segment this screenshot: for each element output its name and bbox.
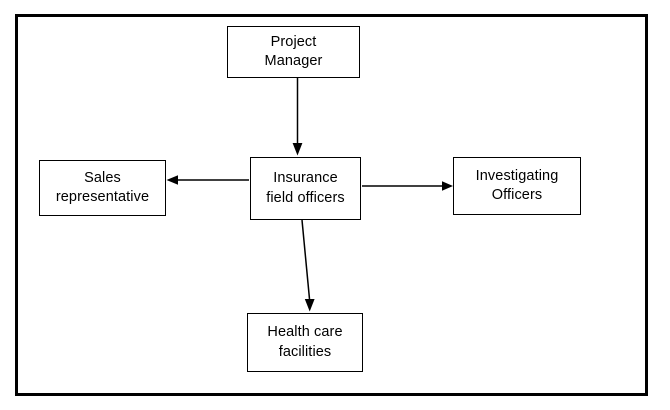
edge-insurance-field-officers-to-health-care-facilities xyxy=(301,219,315,312)
arrowhead xyxy=(292,143,303,156)
node-label: Project Manager xyxy=(264,33,323,69)
node-health-care-facilities[interactable]: Health care facilities xyxy=(247,313,363,372)
node-label: Sales representative xyxy=(55,169,150,205)
node-label: Health care facilities xyxy=(267,324,343,360)
arrowhead xyxy=(166,175,178,185)
node-label: Investigating Officers xyxy=(475,167,559,203)
node-label: Insurance field officers xyxy=(266,170,345,206)
edge-insurance-field-officers-to-sales-representative xyxy=(166,175,249,185)
edge-project-manager-to-insurance-field-officers xyxy=(292,78,303,156)
edge-insurance-field-officers-to-investigating-officers xyxy=(362,181,453,191)
edge-line xyxy=(301,219,311,300)
arrowhead xyxy=(442,181,453,191)
node-project-manager[interactable]: Project Manager xyxy=(227,26,360,78)
node-insurance-field-officers[interactable]: Insurance field officers xyxy=(250,157,361,220)
node-investigating-officers[interactable]: Investigating Officers xyxy=(453,157,581,215)
node-sales-representative[interactable]: Sales representative xyxy=(39,160,166,216)
arrowhead xyxy=(304,299,315,312)
